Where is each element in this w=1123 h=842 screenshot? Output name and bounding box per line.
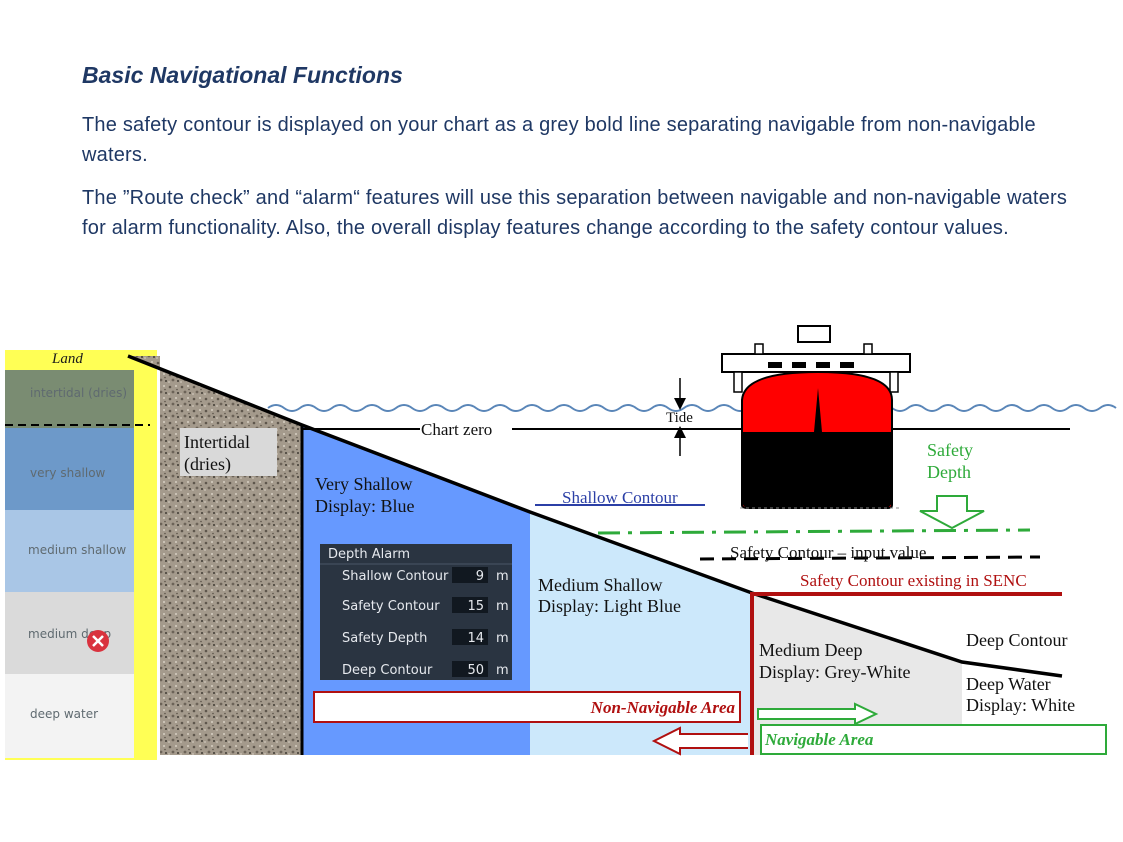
intertidal-label-2: (dries) — [184, 454, 231, 475]
alarm-shallow-contour-unit: m — [496, 569, 509, 584]
safety-contour-input-label: Safety Contour – input value — [730, 543, 926, 562]
alarm-shallow-contour-field[interactable] — [452, 567, 488, 583]
safety-depth-label-1: Safety — [927, 440, 973, 460]
very-shallow-label-1: Very Shallow — [315, 474, 413, 494]
sea-surface — [267, 404, 1117, 412]
safety-depth-label-2: Depth — [927, 462, 971, 482]
page-title: Basic Navigational Functions — [82, 62, 403, 88]
medium-deep-label-2: Display: Grey-White — [759, 662, 910, 682]
alarm-safety-depth-label: Safety Depth — [342, 631, 427, 646]
alarm-safety-contour-field[interactable] — [452, 597, 488, 613]
strip-intertidal-label: intertidal (dries) — [30, 386, 127, 400]
alarm-shallow-contour-value: 9 — [476, 569, 484, 584]
paragraph-route-check: The ”Route check” and “alarm“ features w… — [82, 187, 1068, 239]
deep-contour-label: Deep Contour — [966, 630, 1067, 650]
left-arrow-icon — [651, 726, 748, 756]
alarm-safety-contour-unit: m — [496, 599, 509, 614]
down-arrow-icon — [919, 495, 985, 530]
alarm-safety-depth-value: 14 — [467, 631, 484, 646]
depth-legend-strip: Land intertidal (dries) very shallow med… — [5, 350, 157, 760]
deep-water-label-1: Deep Water — [966, 674, 1051, 694]
strip-deep-water-label: deep water — [30, 707, 98, 721]
medium-shallow-label-2: Display: Light Blue — [538, 596, 681, 616]
alarm-shallow-contour-label: Shallow Contour — [342, 569, 449, 584]
non-navigable-area-box — [313, 691, 741, 723]
right-arrow-icon — [757, 702, 879, 726]
shallow-contour-label: Shallow Contour — [562, 488, 678, 507]
ship-icon — [721, 325, 911, 509]
strip-medium-shallow-label: medium shallow — [28, 543, 126, 557]
alarm-safety-contour-value: 15 — [467, 599, 484, 614]
medium-deep-label-1: Medium Deep — [759, 640, 862, 660]
alarm-safety-contour-label: Safety Contour — [342, 599, 440, 614]
medium-shallow-label-1: Medium Shallow — [538, 575, 663, 595]
chart-zero-label: Chart zero — [421, 420, 492, 439]
depth-alarm-title: Depth Alarm — [328, 547, 410, 562]
alarm-safety-depth-unit: m — [496, 631, 509, 646]
land-label: Land — [51, 351, 83, 367]
alarm-deep-contour-value: 50 — [467, 663, 484, 678]
alarm-deep-contour-label: Deep Contour — [342, 663, 433, 678]
deep-water-label-2: Display: White — [966, 695, 1075, 715]
alarm-deep-contour-unit: m — [496, 663, 509, 678]
tide-label: Tide — [666, 410, 693, 426]
intertidal-label-1: Intertidal — [184, 432, 250, 452]
strip-very-shallow-label: very shallow — [30, 466, 106, 480]
safety-depth-line — [597, 528, 1031, 535]
alarm-deep-contour-field[interactable] — [452, 661, 488, 677]
safety-contour-senc-label: Safety Contour existing in SENC — [800, 571, 1027, 590]
very-shallow-label-2: Display: Blue — [315, 496, 415, 516]
seabed-profile — [127, 354, 1063, 678]
safety-contour-senc-line — [750, 592, 1062, 755]
safety-contour-input-line — [699, 555, 1041, 561]
navigable-area-label: Navigable Area — [764, 730, 874, 749]
non-navigable-area-label: Non-Navigable Area — [590, 698, 736, 717]
navigable-area-box — [760, 724, 1107, 755]
paragraph-safety-contour: The safety contour is displayed on your … — [82, 114, 1036, 166]
depth-alarm-panel: Depth Alarm Shallow Contour 9 m Safety C… — [320, 544, 512, 680]
alarm-safety-depth-field[interactable] — [452, 629, 488, 645]
